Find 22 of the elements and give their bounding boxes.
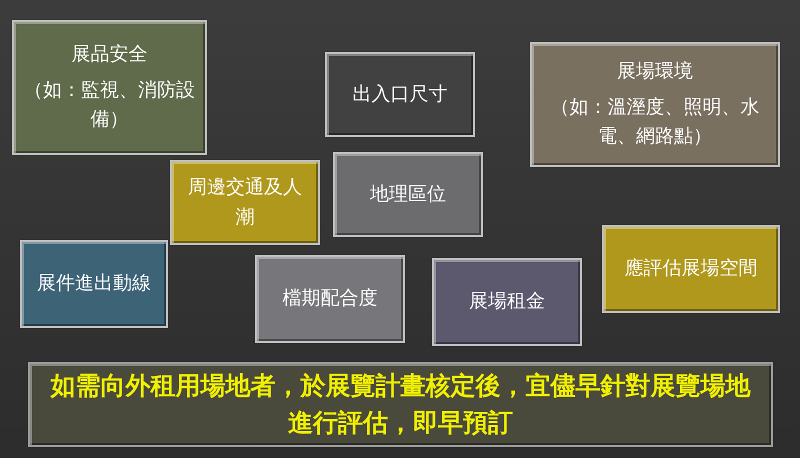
card-heading: 周邊交通及人潮 <box>187 175 303 230</box>
note-banner <box>28 362 773 447</box>
topic-card <box>602 225 780 313</box>
topic-card <box>20 240 168 328</box>
card-heading: 展場租金 <box>469 289 545 314</box>
card-heading: 地理區位 <box>370 182 446 207</box>
topic-card <box>530 42 780 167</box>
card-heading: 展品安全 <box>72 42 148 68</box>
topic-card <box>12 20 207 155</box>
card-heading: 應評估展場空間 <box>624 256 758 282</box>
card-heading: 展場環境 <box>617 59 693 84</box>
topic-card <box>170 160 320 245</box>
topic-card <box>325 52 475 137</box>
card-note: （如：溫溼度、照明、水電、網路點） <box>550 94 760 150</box>
card-heading: 出入口尺寸 <box>352 82 448 107</box>
card-note: （如：監視、消防設備） <box>24 78 195 132</box>
card-heading: 展件進出動線 <box>37 271 151 296</box>
note-text: 如需向外租用場地者，於展覽計畫核定後，宜儘早針對展覽場地進行評估，即早預訂 <box>50 370 751 438</box>
topic-card <box>255 255 405 343</box>
card-heading: 檔期配合度 <box>282 286 378 312</box>
topic-card <box>333 152 483 237</box>
topic-card <box>432 258 582 346</box>
